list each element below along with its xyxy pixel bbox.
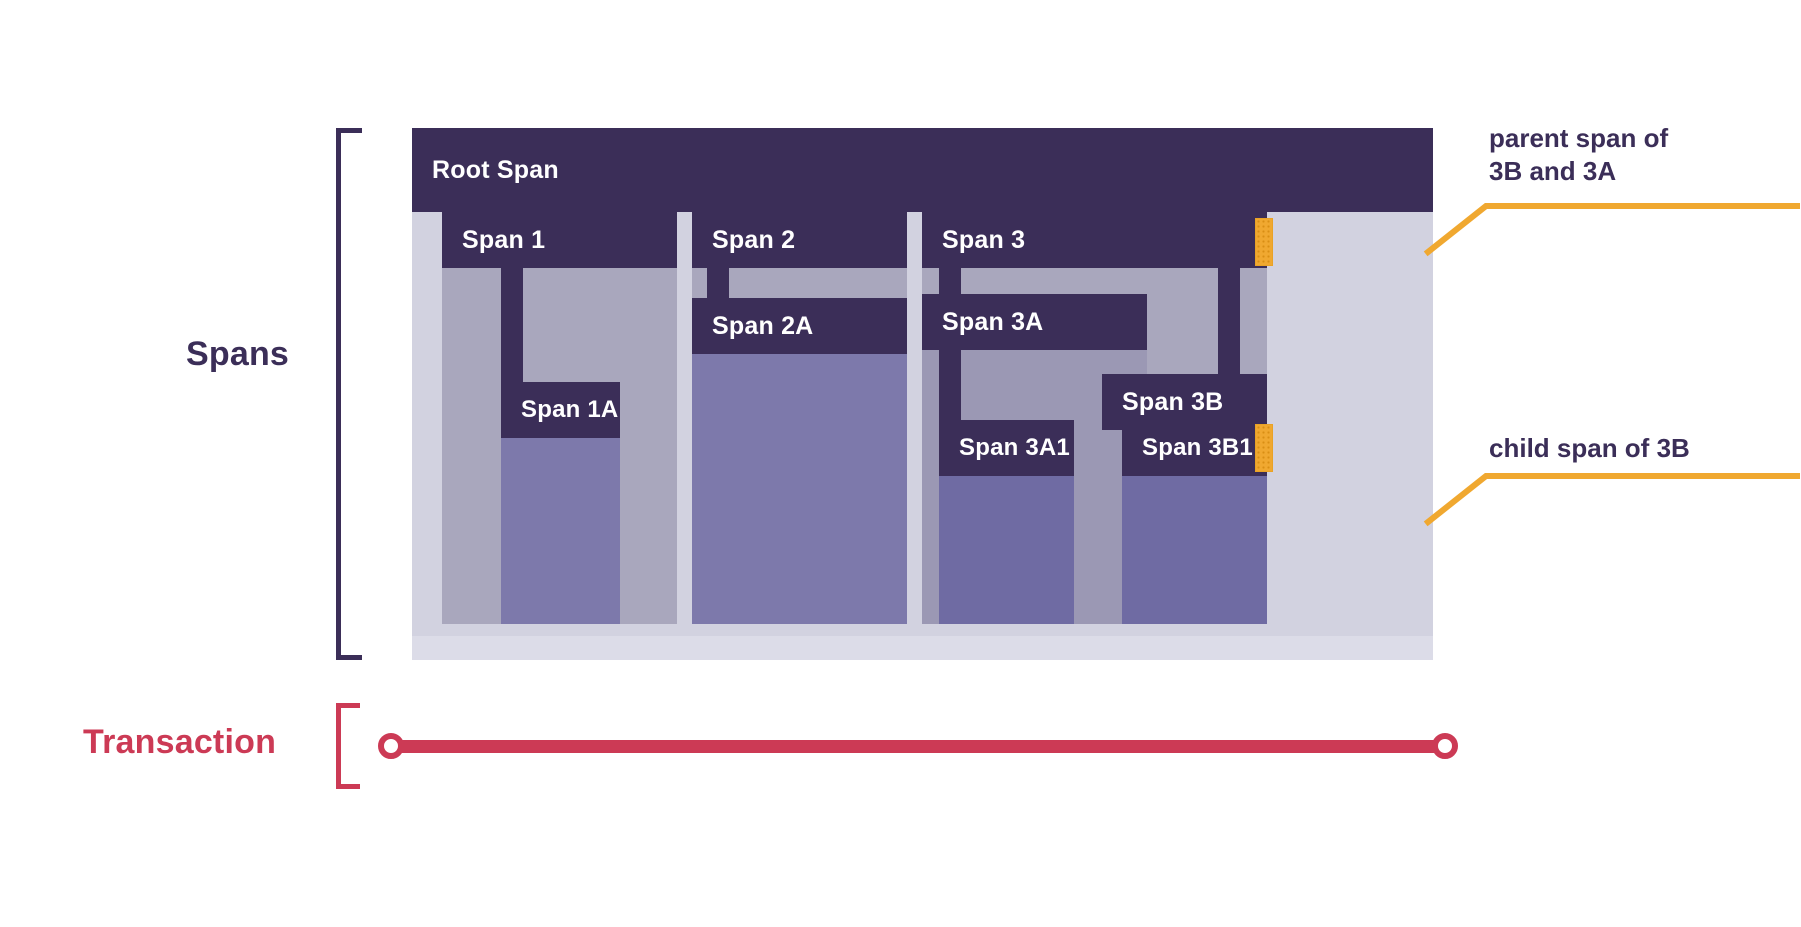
transaction-end-marker [1432,733,1458,759]
span-2a-body [692,354,907,624]
span-bar-root[interactable]: Root Span [412,128,1433,212]
callout-leader-parent [1423,203,1800,257]
bracket-vertical [336,128,341,660]
highlight-marker-parent-span [1255,218,1273,266]
span-bar-3b1[interactable]: Span 3B1 [1122,420,1267,476]
span-bar-1[interactable]: Span 1 [442,212,677,268]
span-3b1-body [1122,476,1267,624]
callout-leader-child [1423,473,1800,527]
highlight-marker-child-span [1255,424,1273,472]
transaction-section-label: Transaction [83,723,277,761]
span-bar-3[interactable]: Span 3 [922,212,1267,268]
bracket-vertical [336,703,341,789]
bracket-bottom-arm [336,655,362,660]
bracket-bottom-arm [336,784,360,789]
span-3a1-body [939,476,1074,624]
span-waterfall: Root Span Span 1 Span 1A Span 2 Span 2A … [412,128,1433,660]
callout-text-child: child span of 3B [1489,433,1690,463]
span-bar-1a[interactable]: Span 1A [501,382,620,438]
span-1a-body [501,438,620,624]
transaction-bracket [336,703,360,789]
callout-text-parent: parent span of 3B and 3A [1489,123,1669,187]
spans-section-label: Spans [186,335,290,373]
transaction-start-marker [378,733,404,759]
spans-bracket [336,128,362,660]
transaction-duration-line [390,740,1446,753]
bracket-top-arm [336,128,362,133]
bracket-top-arm [336,703,360,708]
span-bar-2[interactable]: Span 2 [692,212,907,268]
span-bar-3a[interactable]: Span 3A [922,294,1147,350]
span-bar-2a[interactable]: Span 2A [692,298,907,354]
span-bar-3a1[interactable]: Span 3A1 [939,420,1074,476]
